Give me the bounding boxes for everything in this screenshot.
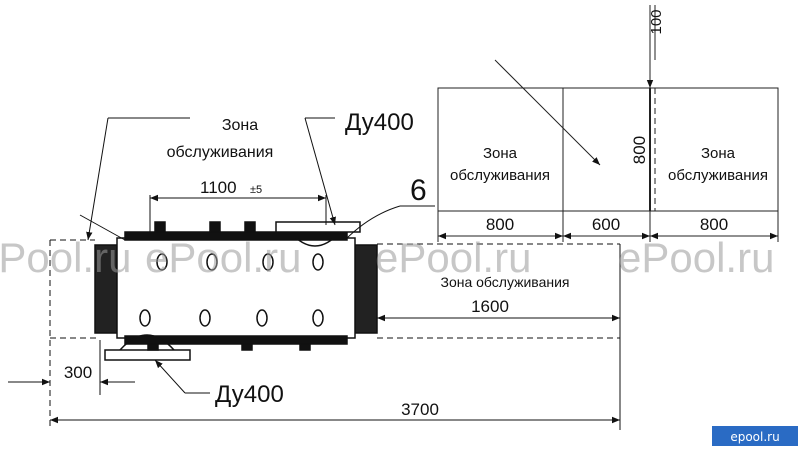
bottom-flange (104, 349, 191, 361)
bolt (199, 309, 211, 327)
top-nozzle (289, 231, 341, 247)
dim-1100-label: 1100 (200, 178, 237, 197)
leader-du-bottom (154, 359, 186, 394)
leader-arrow-zone (494, 59, 601, 166)
leader-item-6 (344, 205, 401, 241)
zone-label-top-left-1: Зона (222, 117, 258, 134)
bottom-nozzle (119, 334, 175, 351)
bolt (206, 253, 218, 271)
dim-800-b-label: 800 (700, 215, 728, 234)
bolt (312, 309, 324, 327)
dim-1600-label: 1600 (471, 297, 509, 316)
logo-badge (712, 426, 798, 446)
watermark-2: ePool.ru (145, 234, 301, 281)
zone-label-top-left-2: обслуживания (167, 144, 274, 161)
zone-box-right-1: Зона (701, 145, 736, 162)
bottom-rail (124, 335, 348, 345)
zone-box-left-1: Зона (483, 145, 518, 162)
zone-bottom-label: Зона обслуживания (440, 274, 569, 290)
du400-top-label: Ду400 (345, 109, 414, 136)
leader-zone-left (86, 117, 109, 241)
bolt (139, 309, 151, 327)
zone-outer-frame (437, 87, 779, 212)
dim-800-vertical: 800 (630, 136, 649, 164)
logo-text: epool.ru (730, 430, 779, 444)
dimension-lines (8, 117, 621, 430)
dim-1100-tolerance: ±5 (250, 184, 262, 196)
dim-600-label: 600 (592, 215, 620, 234)
dim-3700-label: 3700 (401, 400, 439, 419)
service-zone-plan (437, 5, 779, 242)
watermark-1: ePool.ru (0, 234, 131, 281)
zone-box-right-2: обслуживания (668, 167, 768, 184)
right-grille (354, 244, 378, 334)
leader-du-top (304, 117, 336, 226)
watermark-3: ePool.ru (375, 234, 531, 281)
bolt (262, 253, 274, 271)
heat-exchanger (94, 221, 378, 361)
bolt (256, 309, 268, 327)
watermark-4: ePool.ru (618, 234, 774, 281)
du400-bottom-label: Ду400 (215, 381, 284, 408)
dim-800-a-label: 800 (486, 215, 514, 234)
top-flange (275, 221, 361, 233)
site-logo: epool.ru (712, 426, 798, 446)
zone-box-left-2: обслуживания (450, 167, 550, 184)
item-number-6: 6 (410, 174, 427, 207)
dim-300-label: 300 (64, 363, 92, 382)
top-rail (124, 231, 348, 241)
dim-100-label: 100 (648, 9, 665, 34)
bolt (156, 253, 168, 271)
bolt (312, 253, 324, 271)
